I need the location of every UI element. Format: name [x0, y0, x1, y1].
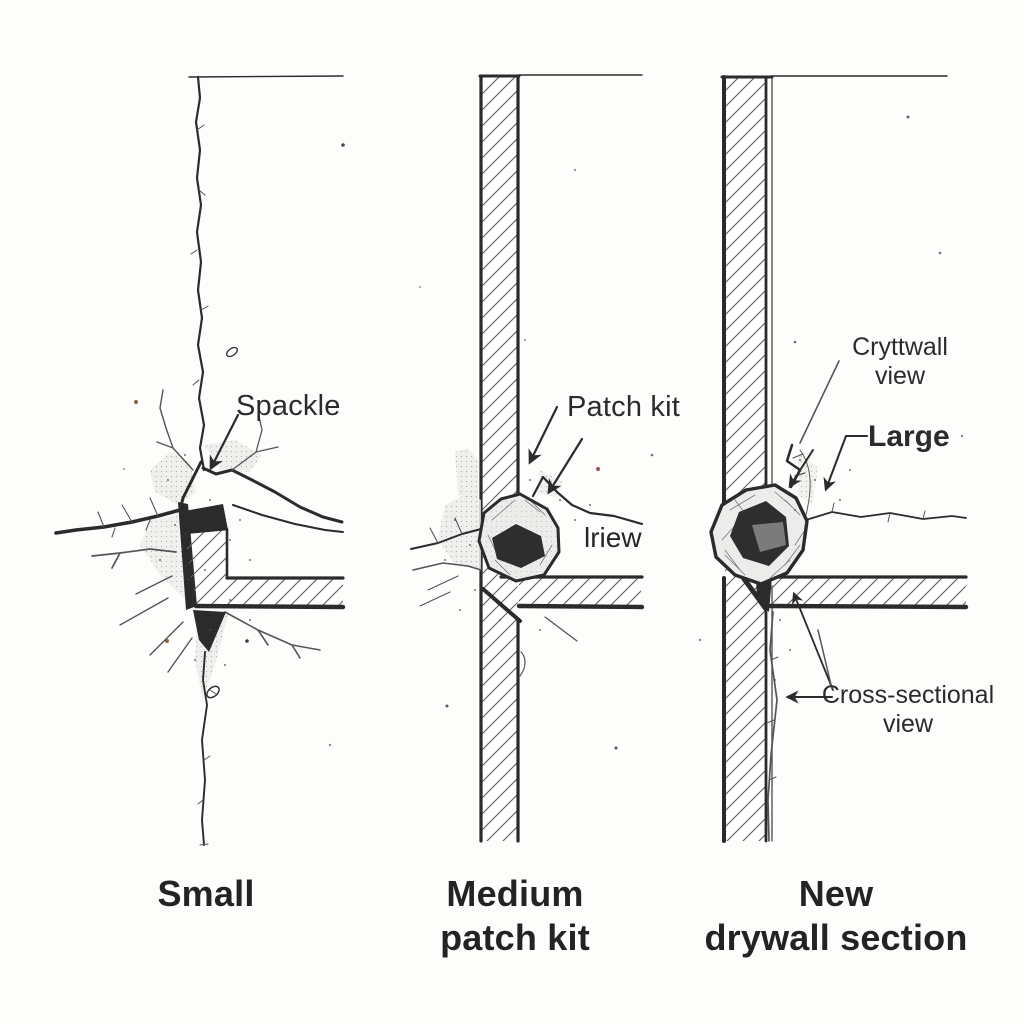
large-callout-label: Large: [868, 420, 950, 453]
stipple-dots-middle: [444, 479, 591, 631]
caption-new-line2: drywall section: [704, 917, 968, 958]
large-hole-shape: [709, 483, 809, 586]
caption-small-line1: Small: [157, 873, 255, 914]
caption-medium-line2: patch kit: [440, 917, 590, 958]
patch-kit-arrow-1: [528, 405, 559, 465]
caption-medium-line1: Medium: [446, 873, 584, 914]
cross-sectional-line1: Cross-sectional: [821, 681, 995, 709]
cross-sectional-line2: view: [882, 710, 933, 738]
stipple-dots-left: [159, 449, 251, 666]
patch-ring-texture: [487, 499, 553, 576]
debris-marks: [206, 346, 238, 699]
caption-small: Small: [96, 872, 316, 916]
middle-wall-strip: [478, 74, 521, 843]
paper-speckles: [123, 115, 964, 937]
middle-cross-band: [481, 575, 645, 677]
drywall-view-line2: view: [874, 362, 925, 390]
panel-medium-hole: [410, 74, 645, 843]
stipple-dots-right: [774, 459, 851, 681]
panel-large-hole: [709, 75, 969, 843]
stray-view-text: lriew: [584, 522, 642, 553]
large-arrow-1: [823, 435, 847, 492]
cross-sectional-converging-line: [817, 629, 833, 690]
drywall-view-line1: Cryttwall: [852, 333, 948, 361]
panel-small-crack: [54, 75, 346, 846]
drywall-view-connector-line: [799, 360, 840, 444]
large-patch-ring-texture: [721, 491, 806, 579]
right-wall-strip: [720, 75, 774, 843]
caption-medium-patch-kit: Medium patch kit: [395, 872, 635, 960]
middle-cracks: [410, 448, 644, 607]
small-lower-crack: [197, 651, 211, 846]
cross-sectional-arrow-band: [792, 591, 834, 691]
patch-kit-callout-label: Patch kit: [567, 391, 681, 423]
caption-new-line1: New: [798, 873, 874, 914]
spackle-arrow: [209, 413, 240, 471]
cross-sectional-callout-label: Cross-sectional view: [798, 681, 1018, 739]
spackle-callout-label: Spackle: [236, 390, 341, 422]
small-vertical-crack: [190, 75, 209, 472]
left-top-wall-line: [188, 75, 344, 78]
spackle-patch-block: [182, 527, 346, 610]
left-band-bottom-line: [193, 603, 346, 610]
crack-spider: [54, 389, 344, 673]
patch-kit-arrow-2: [547, 437, 584, 495]
large-arrow-2: [788, 449, 814, 489]
caption-new-drywall-section: New drywall section: [686, 872, 986, 960]
drywall-view-callout-label: Cryttwall view: [820, 333, 980, 391]
medium-hole-shape: [477, 492, 561, 583]
